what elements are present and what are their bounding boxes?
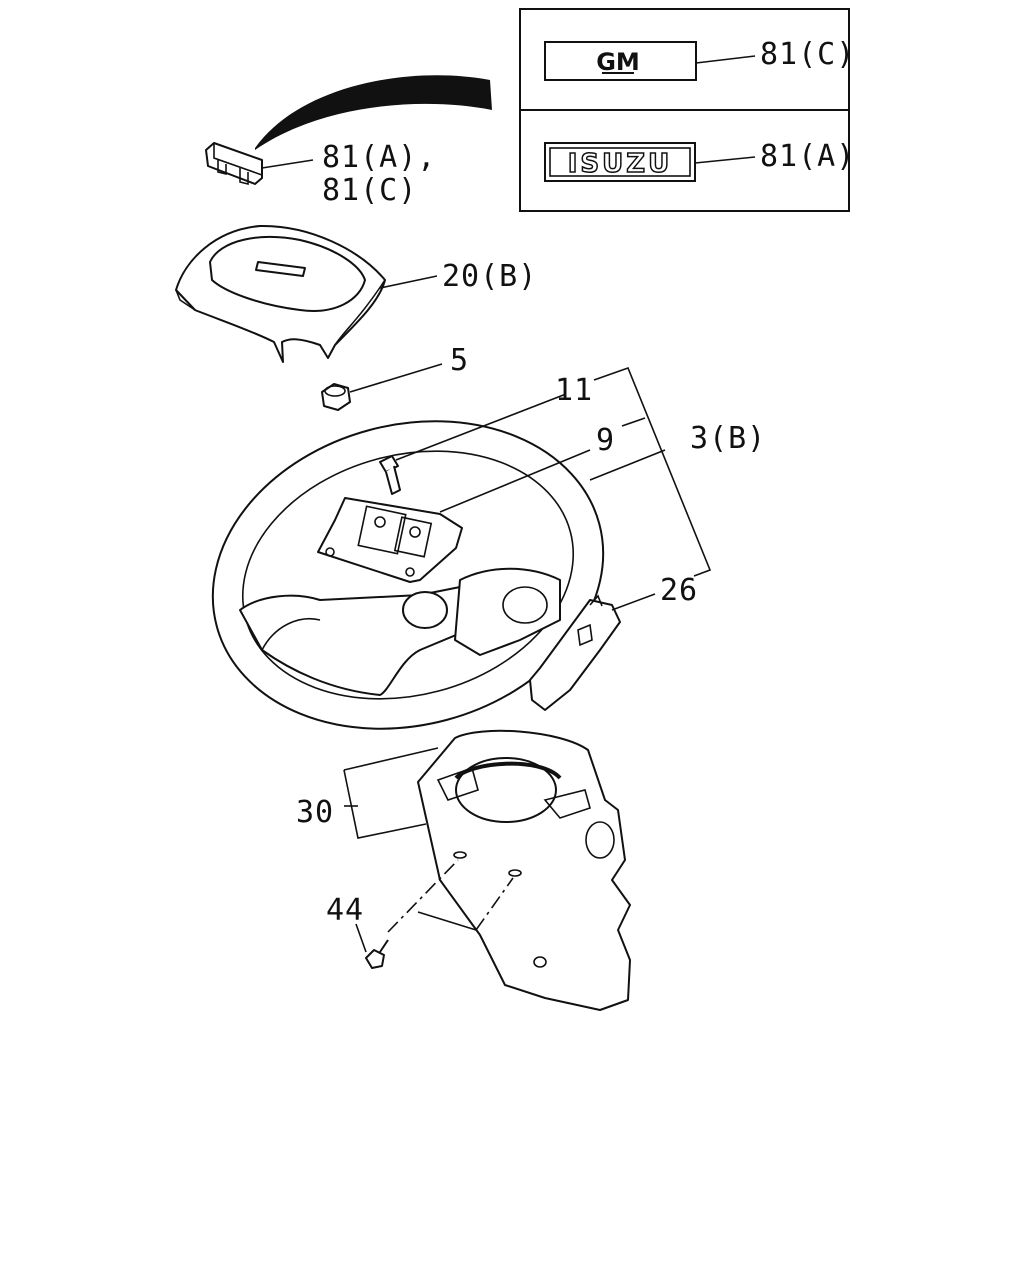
screw-callout: 44 [326,893,364,928]
bolt-leader [395,393,567,461]
horn-pad-emblem-slot [255,261,306,277]
horn-switch: 26 [529,573,698,711]
nut-body [321,383,351,411]
badge-legend: GM 81(C) ISUZU 81(A) [519,8,855,212]
wheel-right-hub [454,567,561,656]
horn-pad-callout: 20(B) [442,259,537,294]
column-cover: 30 [296,729,631,1011]
bracket-plate [317,497,463,583]
emblem-arc [255,75,492,150]
screw-leader [355,923,367,953]
emblem-callout-1: 81(A), [322,140,436,175]
screw-head [365,949,385,969]
nut: 5 [321,343,469,411]
bracket-leader [439,449,591,513]
gm-callout: 81(C) [760,37,855,72]
bracket-callout: 9 [596,423,615,458]
gm-leader [695,55,756,64]
screw-axis-1 [387,859,459,933]
column-cover-opening [455,757,557,823]
horn-pad-leader [379,275,438,289]
switch-body [529,599,621,711]
gm-badge [544,41,697,81]
isuzu-callout: 81(A) [760,139,855,174]
column-cover-callout: 30 [296,795,334,830]
screw: 44 [326,859,514,969]
gm-badge-text: GM [596,48,640,76]
switch-callout: 26 [660,573,698,608]
emblem-leader [261,159,314,169]
horn-pad: 20(B) [175,224,537,363]
nut-callout: 5 [450,343,469,378]
emblem-clip: 81(A), 81(C) [205,75,492,208]
emblem-callout-2: 81(C) [322,173,417,208]
wheel-leader [589,449,666,481]
switch-leader [611,593,656,611]
bolt-shank [385,465,401,495]
group-bracket [593,366,712,577]
bolt-callout: 11 [555,373,593,408]
isuzu-badge-inner [549,147,691,177]
wheel-callout: 3(B) [690,421,766,456]
isuzu-badge [544,142,696,182]
steering-wheel: 11 9 3(B) [211,366,766,730]
screw-axis-2 [475,877,514,931]
wheel-hub [402,591,448,629]
nut-leader [349,363,443,393]
column-bracket [343,769,427,839]
isuzu-leader [694,156,756,164]
isuzu-badge-text: ISUZU [568,149,672,179]
